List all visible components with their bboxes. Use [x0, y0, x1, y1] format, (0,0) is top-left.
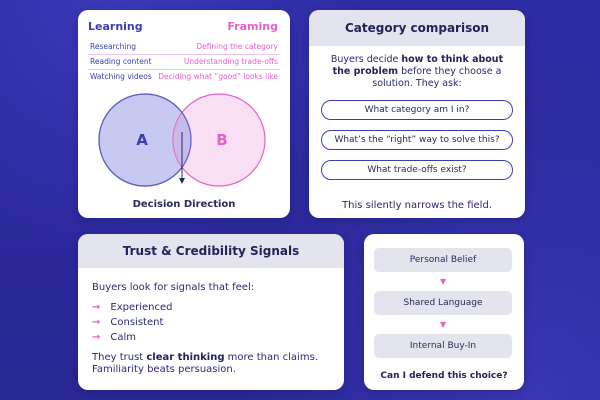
learning-row: Researching — [90, 42, 136, 51]
circle-a-label: A — [136, 131, 148, 149]
defend-choice-question: Can I defend this choice? — [380, 371, 508, 381]
framing-row: Deciding what “good” looks like — [158, 72, 278, 81]
signal-item: →Calm — [92, 332, 137, 343]
row-divider — [88, 54, 280, 55]
circle-framing — [172, 93, 266, 187]
venn-diagram: A B — [98, 93, 266, 187]
learning-heading: Learning — [88, 20, 143, 33]
row-divider — [88, 69, 280, 70]
learning-row: Watching videos — [90, 72, 152, 81]
question-pill: What category am I in? — [321, 100, 513, 120]
framing-row: Defining the category — [196, 42, 278, 51]
framing-row: Understanding trade-offs — [183, 57, 278, 66]
framing-heading: Framing — [227, 20, 278, 33]
trust-footer: They trust clear thinking more than clai… — [92, 352, 318, 375]
signal-item: →Consistent — [92, 317, 164, 328]
arrow-down-icon: ▼ — [440, 320, 447, 329]
step-shared-language: Shared Language — [374, 291, 512, 315]
learning-row: Reading content — [90, 57, 152, 66]
signal-item: →Experienced — [92, 302, 173, 313]
step-personal-belief: Personal Belief — [374, 248, 512, 272]
category-card: Category comparison Buyers decide how to… — [309, 10, 525, 218]
step-internal-buy-in: Internal Buy-In — [374, 334, 512, 358]
framing-card: Learning Framing Researching Defining th… — [78, 10, 290, 218]
trust-footer-emphasis: clear thinking — [146, 352, 225, 363]
category-title: Category comparison — [309, 10, 525, 46]
trust-card: Trust & Credibility Signals Buyers look … — [78, 234, 344, 390]
buy-in-card: Personal Belief ▼ Shared Language ▼ Inte… — [364, 234, 524, 390]
trust-intro: Buyers look for signals that feel: — [92, 282, 255, 293]
direction-arrow-icon — [179, 178, 185, 184]
arrow-right-icon: → — [92, 332, 101, 343]
question-pill: What trade-offs exist? — [321, 160, 513, 180]
category-intro: Buyers decide how to think about the pro… — [330, 54, 504, 89]
arrow-right-icon: → — [92, 302, 101, 313]
decision-direction-caption: Decision Direction — [132, 199, 236, 210]
category-intro-emphasis: how to think about the problem — [332, 54, 504, 77]
category-footer: This silently narrows the field. — [342, 200, 492, 211]
circle-b-label: B — [216, 131, 227, 149]
arrow-right-icon: → — [92, 317, 101, 328]
arrow-down-icon: ▼ — [440, 277, 447, 286]
question-pill: What’s the “right” way to solve this? — [321, 130, 513, 150]
trust-title: Trust & Credibility Signals — [78, 234, 344, 268]
